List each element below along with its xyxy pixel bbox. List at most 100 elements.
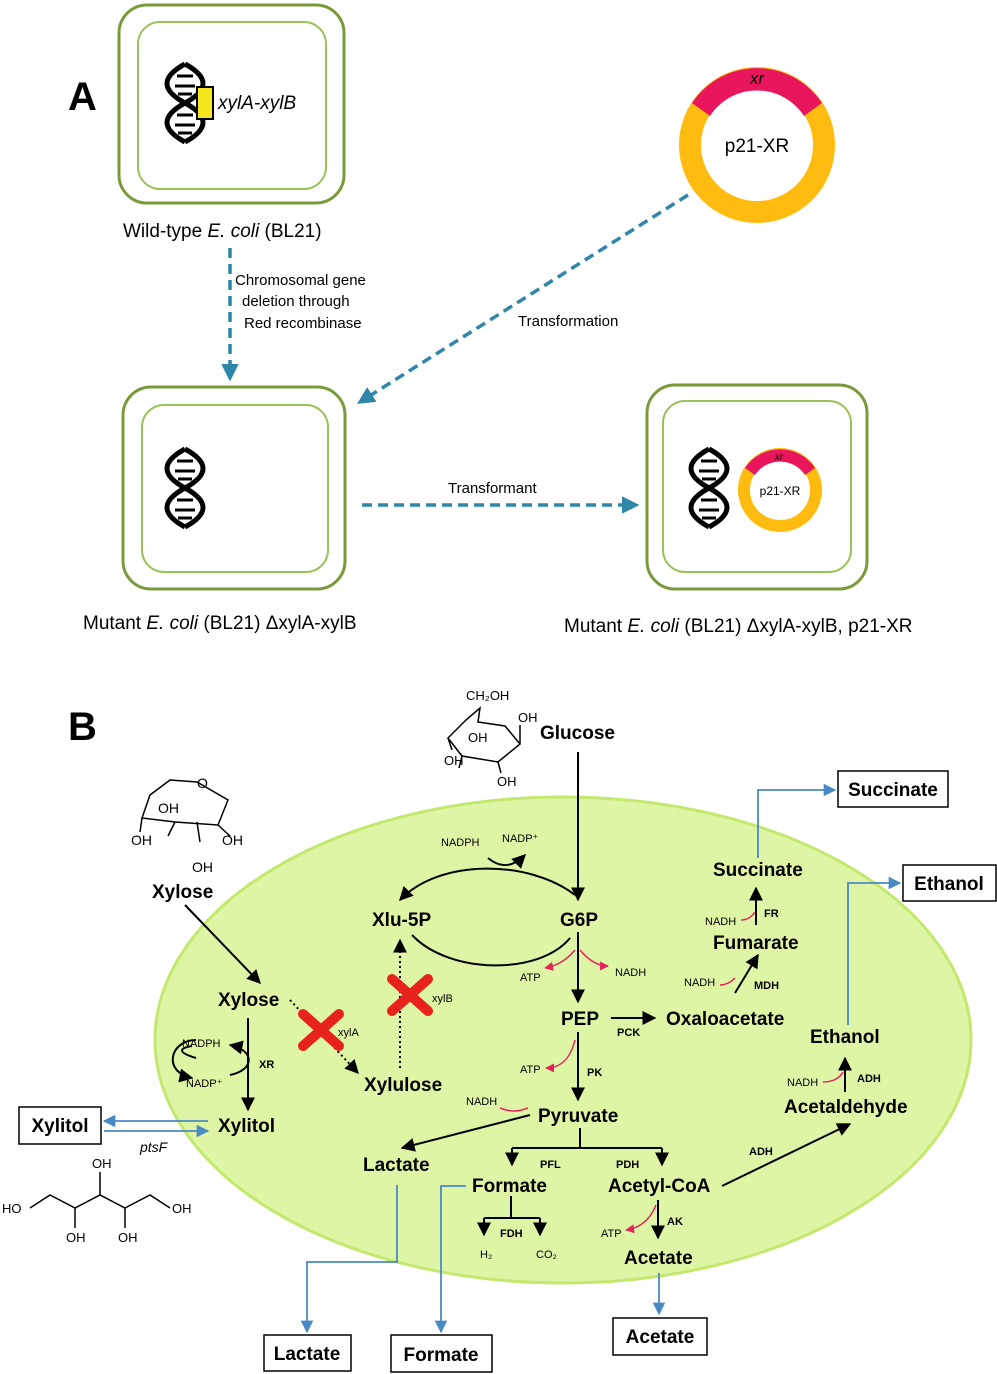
xylose-oh: OH	[131, 832, 152, 848]
xylitol-oh: OH	[66, 1230, 86, 1245]
cofactor-nadh: NADH	[684, 977, 715, 989]
xylose-oh: OH	[158, 800, 179, 816]
product-acetate: Acetate	[612, 1317, 708, 1356]
panel-label-b: B	[68, 705, 97, 749]
cofactor-nadh: NADH	[705, 916, 736, 928]
metabolite-succinate: Succinate	[713, 860, 803, 881]
glucose-oh: OH	[518, 710, 538, 725]
glucose-oh: OH	[497, 774, 517, 789]
cofactor-atp: ATP	[520, 1064, 541, 1076]
cofactor-nadp: NADP⁺	[502, 833, 539, 845]
enzyme-adh: ADH	[749, 1146, 773, 1158]
wild-type-cell: xylA-xylB	[117, 3, 346, 205]
deletion-step-line2: deletion through	[242, 293, 350, 310]
enzyme-pdh: PDH	[616, 1159, 639, 1171]
enzyme-fdh: FDH	[500, 1228, 523, 1240]
svg-text:Xylitol: Xylitol	[31, 1116, 88, 1137]
cofactor-nadh: NADH	[615, 967, 646, 979]
metabolite-oxaloacetate: Oxaloacetate	[666, 1009, 784, 1030]
mutant-cell	[121, 385, 347, 591]
svg-text:Succinate: Succinate	[848, 780, 938, 801]
metabolite-acetaldehyde: Acetaldehyde	[784, 1097, 908, 1118]
metabolite-fumarate: Fumarate	[713, 933, 799, 954]
transformant-label: Transformant	[448, 480, 537, 497]
enzyme-ptsf: ptsF	[139, 1139, 169, 1155]
enzyme-adh: ADH	[857, 1073, 881, 1085]
mutant-plasmid-caption: Mutant E. coli (BL21) ΔxylA-xylB, p21-XR	[564, 616, 913, 637]
dna-icon	[691, 449, 727, 527]
enzyme-xr: XR	[259, 1059, 274, 1071]
metabolite-xylulose: Xylulose	[364, 1075, 442, 1096]
cofactor-nadh: NADH	[787, 1077, 818, 1089]
plasmid-gene-label: xr	[774, 452, 784, 463]
cofactor-nadph: NADPH	[441, 837, 480, 849]
metabolite-h2: H₂	[480, 1249, 492, 1261]
metabolite-xlu5p: Xlu-5P	[372, 910, 431, 931]
enzyme-ak: AK	[667, 1216, 683, 1228]
metabolite-formate: Formate	[472, 1176, 547, 1197]
cell-body	[153, 795, 973, 1285]
xylitol-structure	[29, 1172, 171, 1228]
enzyme-pk: PK	[587, 1067, 602, 1079]
dna-icon	[167, 449, 203, 527]
gene-label: xylA-xylB	[217, 93, 296, 114]
xylitol-ho: HO	[2, 1201, 22, 1216]
product-xylitol: Xylitol	[18, 1106, 102, 1145]
metabolite-glucose: Glucose	[540, 723, 615, 744]
cofactor-arrows	[499, 911, 844, 1234]
product-succinate: Succinate	[837, 770, 949, 808]
enzyme-pck: PCK	[617, 1027, 640, 1039]
metabolite-xylitol: Xylitol	[218, 1116, 275, 1137]
plasmid-large: xr p21-XR	[679, 67, 835, 223]
metabolite-acetyl-coa: Acetyl-CoA	[608, 1176, 711, 1197]
glucose-oh: OH	[468, 730, 488, 745]
enzyme-mdh: MDH	[754, 980, 779, 992]
svg-text:Acetate: Acetate	[626, 1327, 695, 1348]
glucose-structure	[447, 706, 522, 774]
metabolite-co2: CO₂	[536, 1249, 557, 1261]
xylose-structure	[139, 779, 231, 843]
reaction-arrows	[171, 752, 852, 1240]
transformation-arrow	[357, 193, 689, 404]
transformation-label: Transformation	[518, 313, 618, 330]
cofactor-atp: ATP	[520, 972, 541, 984]
metabolite-xylose: Xylose	[218, 990, 279, 1011]
enzyme-pfl: PFL	[540, 1159, 561, 1171]
svg-text:Lactate: Lactate	[274, 1344, 341, 1365]
cofactor-nadp: NADP⁺	[186, 1078, 223, 1090]
glucose-ch2oh: CH₂OH	[466, 688, 509, 703]
gene-marker	[196, 86, 214, 120]
glucose-oh: OH	[444, 753, 464, 768]
xylitol-oh: OH	[172, 1201, 192, 1216]
svg-text:Ethanol: Ethanol	[914, 874, 984, 895]
metabolite-acetate: Acetate	[624, 1248, 693, 1269]
metabolite-ethanol: Ethanol	[810, 1027, 880, 1048]
product-lactate: Lactate	[263, 1334, 352, 1372]
wild-type-caption: Wild-type E. coli (BL21)	[123, 221, 322, 242]
enzyme-xylb: xylB	[432, 993, 453, 1005]
xylose-oh: OH	[192, 859, 213, 875]
metabolite-xylose-extracellular: Xylose	[152, 882, 213, 903]
product-ethanol: Ethanol	[902, 864, 997, 902]
metabolite-pep: PEP	[561, 1009, 599, 1030]
export-arrows	[102, 783, 902, 1334]
enzyme-xyla: xylA	[338, 1027, 359, 1039]
enzyme-fr: FR	[764, 908, 779, 920]
deletion-step-line1: Chromosomal gene	[235, 272, 366, 289]
cofactor-atp: ATP	[601, 1228, 622, 1240]
xylose-oh: OH	[222, 832, 243, 848]
cofactor-nadh: NADH	[466, 1096, 497, 1108]
metabolite-pyruvate: Pyruvate	[538, 1106, 618, 1127]
panel-label-a: A	[68, 75, 97, 119]
product-formate: Formate	[390, 1334, 493, 1373]
metabolite-lactate: Lactate	[363, 1155, 430, 1176]
mutant-caption: Mutant E. coli (BL21) ΔxylA-xylB	[83, 613, 357, 634]
plasmid-name: p21-XR	[725, 136, 789, 157]
xylitol-oh: OH	[92, 1156, 112, 1171]
plasmid-gene-label: xr	[749, 69, 766, 88]
plasmid-name: p21-XR	[760, 484, 801, 498]
xylitol-oh: OH	[118, 1230, 138, 1245]
cofactor-nadph: NADPH	[182, 1038, 221, 1050]
svg-text:Formate: Formate	[404, 1345, 479, 1366]
